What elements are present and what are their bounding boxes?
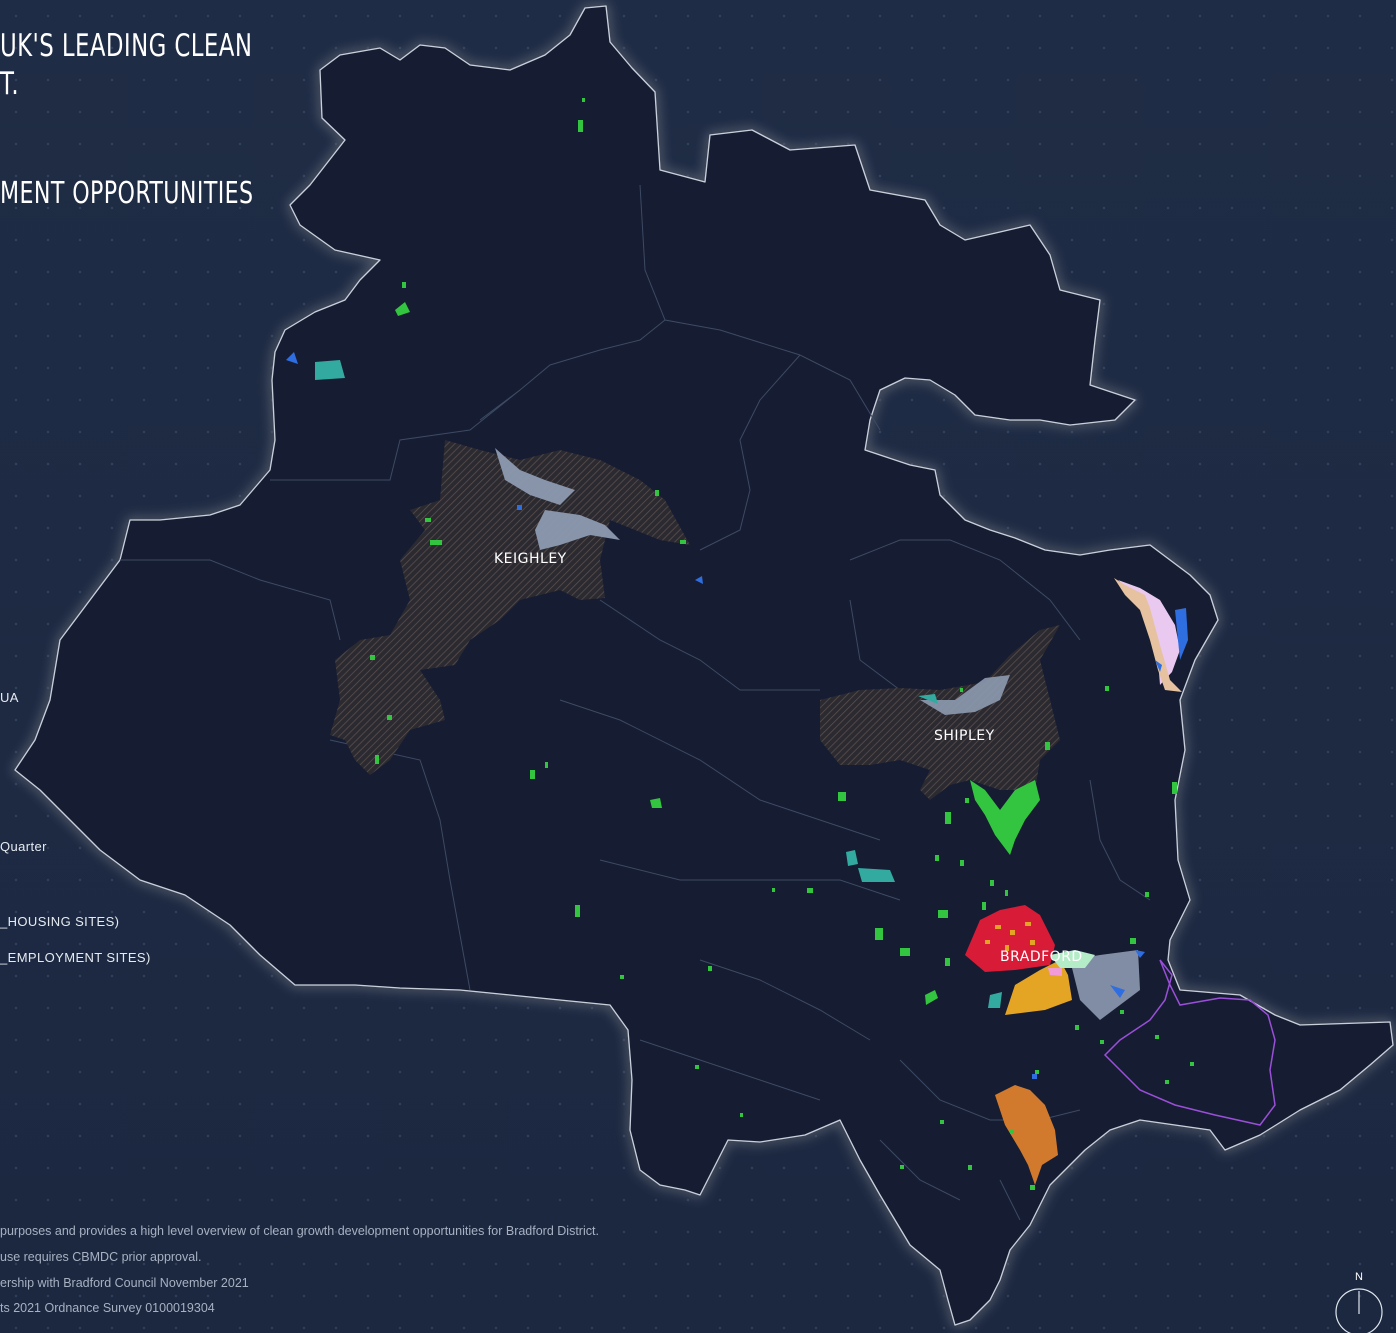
mint-area bbox=[1050, 950, 1095, 968]
bradford-city-centre bbox=[965, 905, 1055, 972]
footnote-approval: use requires CBMDC prior approval. bbox=[0, 1250, 202, 1264]
green-site-large bbox=[970, 780, 1040, 855]
footnote-partnership: ership with Bradford Council November 20… bbox=[0, 1276, 249, 1290]
bradford-grey-zone bbox=[1070, 950, 1140, 1020]
teal-site-shipley bbox=[918, 694, 938, 704]
employment-sites bbox=[286, 352, 1145, 1079]
bradford-label: BRADFORD bbox=[1000, 949, 1083, 965]
ward-boundaries bbox=[120, 184, 1151, 1221]
keighley-label: KEIGHLEY bbox=[494, 551, 567, 567]
footnote-disclaimer: purposes and provides a high level overv… bbox=[0, 1224, 599, 1238]
page-title-line2: T. bbox=[0, 66, 20, 102]
footnote-copyright: ts 2021 Ordnance Survey 0100019304 bbox=[0, 1301, 215, 1315]
legend-item-ua: UA bbox=[0, 690, 19, 705]
teal-site-central bbox=[858, 868, 895, 882]
pink-zone bbox=[1118, 580, 1180, 685]
orange-area bbox=[995, 1085, 1058, 1185]
teal-site-west bbox=[315, 360, 345, 380]
shipley-urban-area bbox=[820, 625, 1060, 800]
ne-employment-site-2 bbox=[1155, 660, 1162, 672]
housing-sites bbox=[370, 98, 1194, 1190]
page-title-line1: UK'S LEADING CLEAN bbox=[0, 28, 253, 64]
teal-site-bradford bbox=[988, 992, 1002, 1008]
teal-site-central-2 bbox=[846, 850, 858, 866]
north-arrow-icon bbox=[1335, 1288, 1383, 1333]
section-title: MENT OPPORTUNITIES bbox=[0, 176, 254, 211]
keighley-grey-zone-1 bbox=[495, 448, 575, 505]
pink-area bbox=[1048, 968, 1062, 976]
keighley-grey-zone-2 bbox=[535, 510, 620, 550]
ne-employment-site bbox=[1175, 608, 1188, 660]
legend-item-housing-sites: _HOUSING SITES) bbox=[0, 914, 120, 929]
shipley-label: SHIPLEY bbox=[934, 728, 995, 744]
shipley-grey-zone bbox=[920, 675, 1010, 715]
north-label: N bbox=[1355, 1271, 1363, 1283]
legend-item-quarter: Quarter bbox=[0, 839, 47, 854]
city-centre-sites bbox=[985, 922, 1035, 951]
legend-item-employment-sites: _EMPLOYMENT SITES) bbox=[0, 950, 151, 965]
regeneration-boundary bbox=[1103, 959, 1276, 1126]
beige-zone bbox=[1114, 578, 1182, 692]
